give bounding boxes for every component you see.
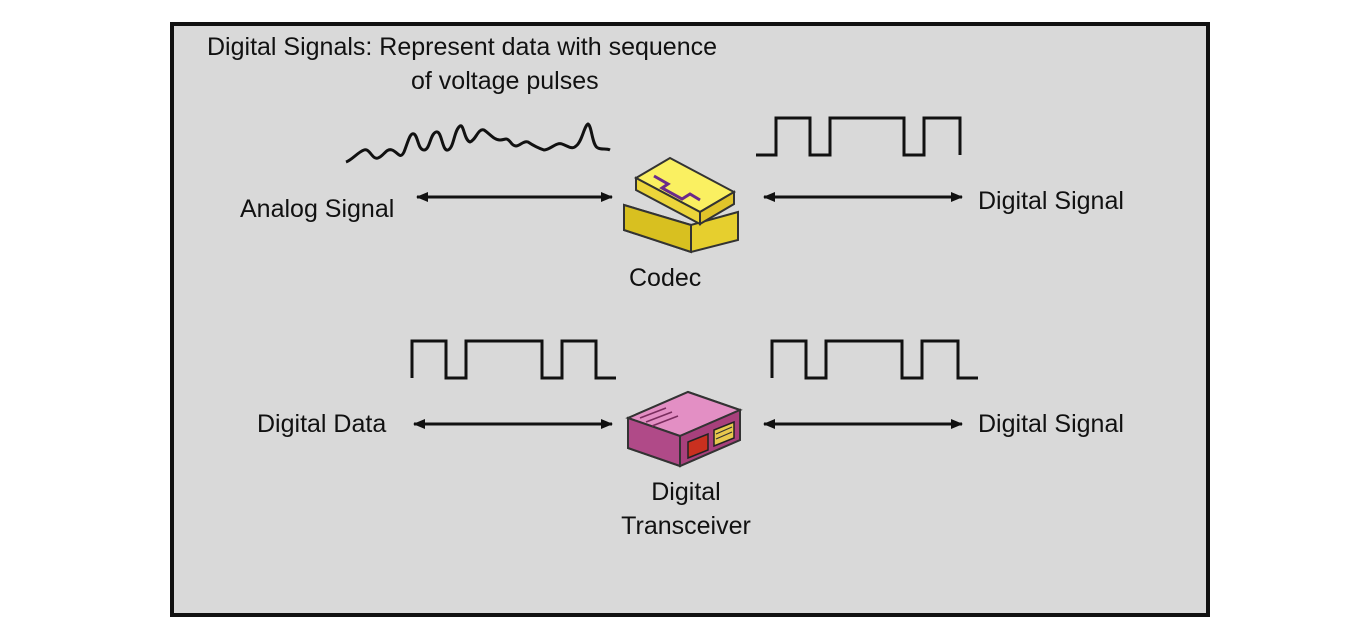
diagram-frame bbox=[170, 22, 1210, 617]
analog-waveform bbox=[345, 122, 611, 164]
codec-label: Codec bbox=[629, 264, 702, 292]
digital-data-label: Digital Data bbox=[257, 410, 387, 438]
digital-waveform-bottom-left bbox=[410, 339, 616, 380]
analog-signal-label: Analog Signal bbox=[240, 195, 395, 223]
digital-waveform-top-right bbox=[756, 116, 962, 157]
digital-signal-label-top: Digital Signal bbox=[978, 187, 1124, 215]
digital-signal-label-bottom: Digital Signal bbox=[978, 410, 1124, 438]
diagram-title-line1: Digital Signals: Represent data with seq… bbox=[207, 33, 718, 61]
codec-chip-icon bbox=[623, 156, 739, 254]
diagram-title-line2: of voltage pulses bbox=[411, 67, 599, 95]
transceiver-label-line2: Transceiver bbox=[621, 512, 751, 540]
transceiver-icon bbox=[625, 390, 743, 468]
digital-waveform-bottom-right bbox=[770, 339, 978, 380]
transceiver-label-line1: Digital bbox=[651, 478, 721, 506]
